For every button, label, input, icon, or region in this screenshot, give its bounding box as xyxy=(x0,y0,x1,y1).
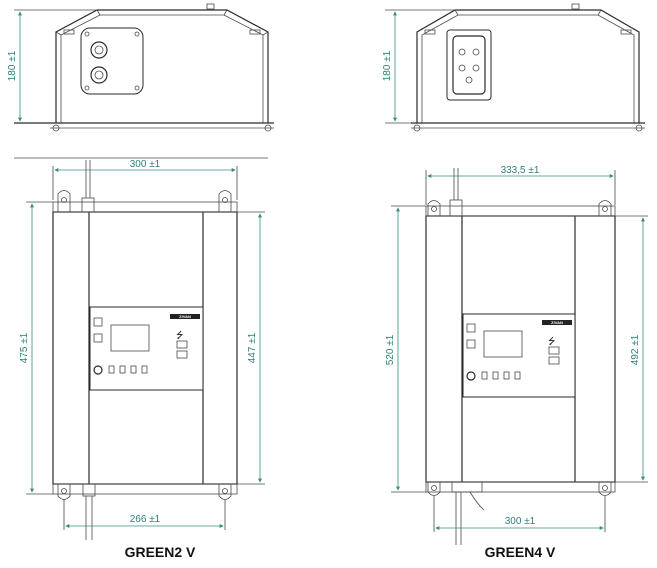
tab-icon xyxy=(571,3,580,10)
tab-icon xyxy=(206,3,215,10)
mounting-hole-icon xyxy=(427,200,441,216)
base-width-label: 266 ±1 xyxy=(130,514,161,525)
green2-side-view: 180 ±1 xyxy=(7,3,274,159)
side-height-label: 180 ±1 xyxy=(7,50,18,81)
cable-gland-icon xyxy=(82,483,96,497)
green4-side-view: 180 ±1 xyxy=(382,3,645,132)
power-icon[interactable] xyxy=(466,323,476,333)
foot-icon xyxy=(264,124,272,132)
screw-icon xyxy=(84,31,90,37)
brand-logo xyxy=(170,314,200,319)
usb-port-icon[interactable] xyxy=(548,346,560,355)
cable-gland-icon xyxy=(451,481,483,493)
led-indicator-icon xyxy=(481,371,521,380)
cable-gland-icon xyxy=(90,41,108,59)
mounting-bracket xyxy=(249,29,261,35)
height-label: 520 ±1 xyxy=(385,334,396,365)
display-screen xyxy=(110,324,150,352)
connector-icon xyxy=(452,35,486,95)
screw-icon xyxy=(134,85,140,91)
mounting-bracket xyxy=(63,29,75,35)
usb-port-icon[interactable] xyxy=(176,340,188,349)
screw-icon xyxy=(134,31,140,37)
model-title: GREEN4 V xyxy=(485,544,556,560)
connector-plate xyxy=(446,29,492,101)
cable-gland-icon xyxy=(90,66,108,84)
usb-icon: ⭍ xyxy=(176,330,184,341)
mounting-hole-icon xyxy=(57,484,71,500)
inner-height-label: 492 ±1 xyxy=(630,334,641,365)
width-label: 300 ±1 xyxy=(130,159,161,170)
mounting-hole-icon xyxy=(427,482,441,496)
height-label: 475 ±1 xyxy=(19,332,30,363)
foot-icon xyxy=(52,124,60,132)
warning-icon[interactable] xyxy=(466,339,476,349)
mounting-hole-icon xyxy=(218,190,232,212)
mounting-hole-icon xyxy=(57,190,71,212)
model-title: GREEN2 V xyxy=(125,544,196,560)
inner-height-label: 447 ±1 xyxy=(247,332,258,363)
svg-text:ZIVAN: ZIVAN xyxy=(551,320,563,325)
usb-icon: ⭍ xyxy=(548,336,556,347)
foot-icon xyxy=(635,124,643,132)
cable-gland-icon xyxy=(449,199,463,217)
base-width-label: 300 ±1 xyxy=(505,516,536,527)
display-screen xyxy=(483,330,523,358)
mounting-hole-icon xyxy=(598,200,612,216)
svg-text:ZIVAN: ZIVAN xyxy=(179,314,191,319)
cable-gland-icon xyxy=(81,197,95,213)
green2-front-view: ZIVAN ⭍ 300 ±1 475 ±1 447 ±1 266 ±1 GREE… xyxy=(19,159,265,560)
screw-icon xyxy=(84,85,90,91)
control-panel xyxy=(89,306,204,391)
connector-plate xyxy=(80,27,144,95)
brand-logo xyxy=(542,320,572,325)
knob-icon[interactable] xyxy=(93,365,103,375)
usb-port-icon[interactable] xyxy=(176,350,188,359)
side-height-label: 180 ±1 xyxy=(382,50,393,81)
led-indicator-icon xyxy=(108,365,148,374)
foot-icon xyxy=(413,124,421,132)
control-panel xyxy=(462,313,576,398)
mounting-hole-icon xyxy=(218,484,232,500)
power-icon[interactable] xyxy=(93,317,103,327)
knob-icon[interactable] xyxy=(466,371,476,381)
warning-icon[interactable] xyxy=(93,333,103,343)
mounting-hole-icon xyxy=(598,482,612,496)
usb-port-icon[interactable] xyxy=(548,356,560,365)
green4-front-view: ZIVAN ⭍ 333,5 ±1 520 ±1 492 ±1 300 ±1 GR… xyxy=(385,165,648,560)
width-label: 333,5 ±1 xyxy=(501,165,540,176)
